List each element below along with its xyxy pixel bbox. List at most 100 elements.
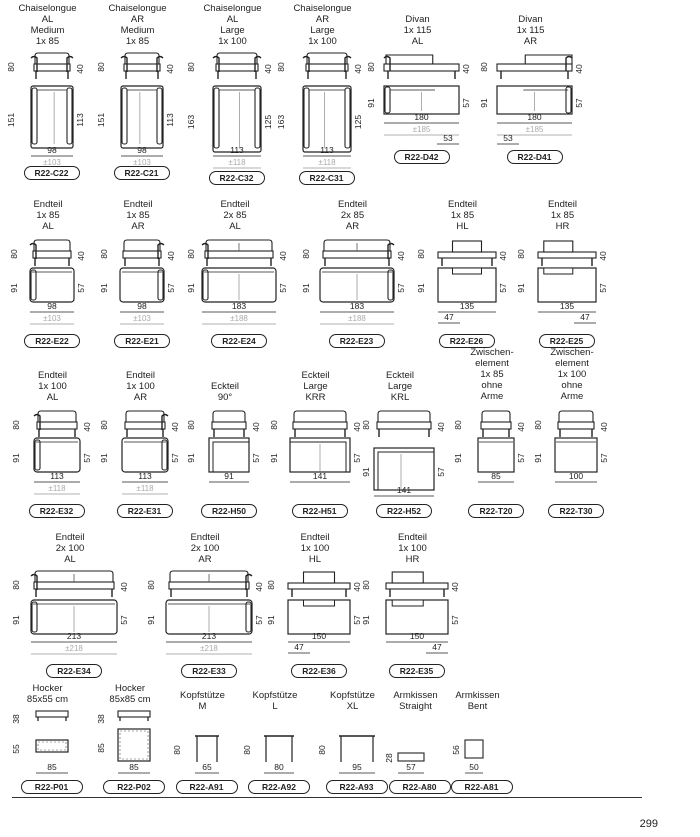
depth-seat: 57 (352, 615, 362, 625)
headrest-width: 80 (274, 762, 284, 772)
module-title: Zwischen- element 1x 85 ohne Arme (470, 347, 514, 402)
module-title: Endteil 1x 100 AL (37, 370, 68, 403)
module-title: Divan 1x 115 AL (403, 14, 432, 47)
hocker-width: 85 (129, 762, 139, 772)
height-total: 80 (533, 420, 543, 430)
module-code: R22-E23 (328, 334, 385, 348)
width-dim: 98 (137, 301, 147, 311)
height-total: 80 (99, 420, 109, 430)
height-seat: 40 (75, 64, 85, 74)
module-code: R22-H52 (376, 504, 432, 518)
module-title: Kopfstütze XL (330, 690, 375, 712)
bed-width-dim: ±218 (200, 644, 218, 653)
module-title: Kopfstütze M (180, 690, 225, 712)
height-total: 80 (6, 62, 16, 72)
extra-dim: 47 (294, 642, 304, 652)
depth-seat: 57 (82, 453, 92, 463)
module-code: R22-E25 (538, 334, 595, 348)
width-dim: 213 (67, 631, 81, 641)
height-seat: 40 (574, 64, 584, 74)
module-title: Endteil 2x 85 AR (337, 199, 368, 232)
bed-width-dim: ±188 (348, 314, 366, 323)
width-dim: 113 (320, 145, 334, 155)
module-title: Chaiselongue AR Medium 1x 85 (108, 3, 167, 47)
depth-seat: 57 (598, 283, 608, 293)
height-seat: 40 (352, 582, 362, 592)
armrest-width: 50 (469, 762, 479, 772)
depth-total: 91 (479, 98, 489, 108)
height-total: 80 (266, 580, 276, 590)
width-dim: 85 (491, 471, 501, 481)
hocker-height: 38 (96, 714, 106, 724)
module-title: Chaiselongue AL Medium 1x 85 (18, 3, 77, 47)
height-seat: 40 (170, 422, 180, 432)
height-total: 80 (9, 249, 19, 259)
depth-total: 91 (186, 453, 196, 463)
hocker-width: 85 (47, 762, 57, 772)
depth-total: 91 (11, 615, 21, 625)
module-title: Endteil 1x 100 HL (300, 532, 330, 565)
height-total: 80 (361, 420, 371, 430)
width-dim: 213 (202, 631, 216, 641)
headrest-height: 80 (172, 745, 182, 755)
module-code: R22-E21 (114, 334, 170, 348)
depth-seat: 57 (119, 615, 129, 625)
depth-total: 91 (416, 283, 426, 293)
extra-dim: 53 (443, 133, 453, 143)
height-seat: 40 (254, 582, 264, 592)
module-code: R22-C21 (113, 166, 170, 180)
module-title: Eckteil Large KRL (386, 370, 414, 403)
module-title: Endteil 1x 85 HL (447, 199, 478, 232)
depth-seat: 57 (278, 283, 288, 293)
width-dim: 98 (47, 301, 57, 311)
height-total: 80 (269, 420, 279, 430)
height-seat: 40 (599, 422, 609, 432)
width-dim: 135 (460, 301, 474, 311)
depth-total: 163 (186, 115, 196, 129)
headrest-height: 80 (242, 745, 252, 755)
module-title: Eckteil 90° (211, 381, 239, 403)
depth-seat: 113 (165, 113, 175, 127)
depth-seat: 125 (353, 115, 363, 129)
depth-total: 91 (99, 283, 109, 293)
depth-seat: 57 (254, 615, 264, 625)
depth-seat: 57 (251, 453, 261, 463)
height-total: 80 (479, 62, 489, 72)
width-dim: 100 (569, 471, 583, 481)
width-dim: 150 (410, 631, 424, 641)
module-title: Chaiselongue AR Large 1x 100 (293, 3, 352, 47)
module-title: Chaiselongue AL Large 1x 100 (203, 3, 262, 47)
depth-seat: 57 (498, 283, 508, 293)
module-code: R22-P01 (20, 780, 83, 794)
bed-width-dim: ±118 (48, 484, 66, 493)
module-code: R22-C22 (23, 166, 80, 180)
depth-seat: 57 (352, 453, 362, 463)
hocker-height: 38 (11, 714, 21, 724)
depth-total: 91 (266, 615, 276, 625)
module-title: Endteil 1x 85 HR (547, 199, 578, 232)
height-seat: 40 (166, 251, 176, 261)
height-total: 80 (276, 62, 286, 72)
depth-total: 91 (269, 453, 279, 463)
depth-total: 91 (453, 453, 463, 463)
height-seat: 40 (461, 64, 471, 74)
height-seat: 40 (436, 422, 446, 432)
width-dim: 180 (527, 112, 541, 122)
height-seat: 40 (76, 251, 86, 261)
height-total: 80 (96, 62, 106, 72)
module-code: R22-E33 (181, 664, 237, 678)
module-title: Hocker 85x85 cm (109, 683, 151, 705)
module-title: Eckteil Large KRR (301, 370, 330, 403)
module-title: Divan 1x 115 AR (516, 14, 545, 47)
extra-dim: 53 (503, 133, 513, 143)
depth-total: 151 (96, 113, 106, 127)
depth-total: 91 (11, 453, 21, 463)
height-seat: 40 (82, 422, 92, 432)
depth-seat: 125 (263, 115, 273, 129)
depth-total: 91 (146, 615, 156, 625)
height-seat: 40 (251, 422, 261, 432)
height-total: 80 (11, 420, 21, 430)
width-dim: 113 (138, 471, 152, 481)
width-dim: 183 (350, 301, 364, 311)
depth-total: 91 (366, 98, 376, 108)
